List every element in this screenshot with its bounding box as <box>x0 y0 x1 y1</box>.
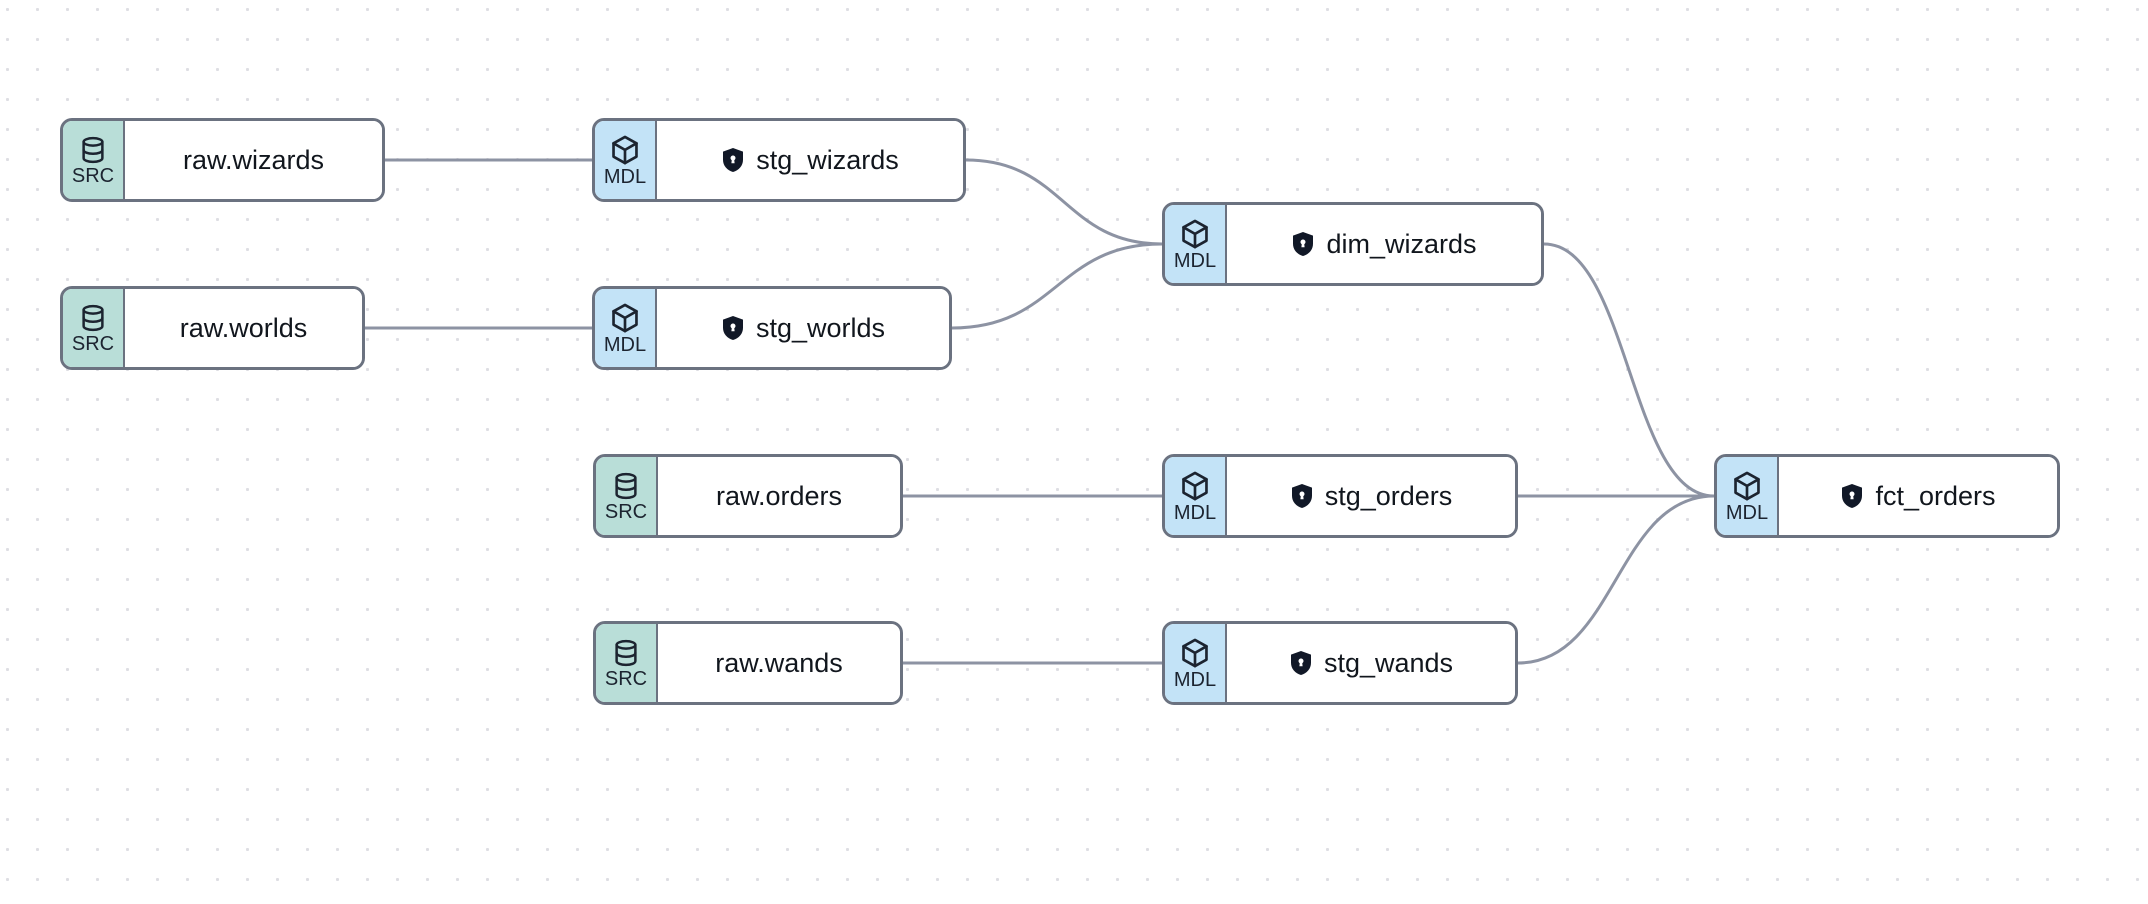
node-label: raw.wizards <box>182 144 325 175</box>
shield-lock-icon <box>1291 231 1315 257</box>
database-icon <box>611 638 641 668</box>
node-type-badge: MDL <box>595 289 657 367</box>
node-label: stg_worlds <box>755 312 886 343</box>
cube-icon <box>1731 470 1763 502</box>
node-type-label: MDL <box>1173 501 1217 524</box>
node-type-label: MDL <box>1173 249 1217 272</box>
lineage-node-raw_wands[interactable]: SRC raw.wands <box>593 621 903 705</box>
shield-lock-icon <box>721 147 745 173</box>
node-type-badge: MDL <box>1717 457 1779 535</box>
node-label: raw.orders <box>715 480 843 511</box>
lineage-node-raw_worlds[interactable]: SRC raw.worlds <box>60 286 365 370</box>
cube-icon <box>1179 637 1211 669</box>
shield-lock-icon <box>721 315 745 341</box>
lineage-edge <box>964 158 1164 246</box>
node-label: raw.wands <box>715 647 843 678</box>
node-label: stg_orders <box>1324 480 1453 511</box>
lineage-edge <box>950 242 1164 330</box>
cube-icon <box>1179 470 1211 502</box>
lineage-node-stg_wizards[interactable]: MDL stg_wizards <box>592 118 966 202</box>
node-type-label: MDL <box>603 165 647 188</box>
database-icon <box>611 471 641 501</box>
node-type-badge: MDL <box>595 121 657 199</box>
node-body: stg_wands <box>1227 624 1515 702</box>
node-type-badge: SRC <box>596 457 658 535</box>
lineage-node-fct_orders[interactable]: MDL fct_orders <box>1714 454 2060 538</box>
shield-lock-icon <box>1840 483 1864 509</box>
node-label: stg_wands <box>1323 647 1454 678</box>
lineage-node-raw_wizards[interactable]: SRC raw.wizards <box>60 118 385 202</box>
lineage-node-stg_orders[interactable]: MDL stg_orders <box>1162 454 1518 538</box>
node-body: raw.wands <box>658 624 900 702</box>
lineage-edge <box>1516 494 1716 665</box>
node-type-badge: SRC <box>596 624 658 702</box>
node-type-label: SRC <box>71 164 115 187</box>
node-type-label: MDL <box>1725 501 1769 524</box>
node-type-badge: SRC <box>63 121 125 199</box>
cube-icon <box>1179 218 1211 250</box>
node-body: dim_wizards <box>1227 205 1541 283</box>
node-type-badge: MDL <box>1165 205 1227 283</box>
node-type-badge: MDL <box>1165 457 1227 535</box>
node-body: raw.wizards <box>125 121 382 199</box>
node-type-label: MDL <box>603 333 647 356</box>
lineage-node-dim_wizards[interactable]: MDL dim_wizards <box>1162 202 1544 286</box>
node-body: raw.worlds <box>125 289 362 367</box>
database-icon <box>78 135 108 165</box>
cube-icon <box>609 302 641 334</box>
node-label: dim_wizards <box>1326 228 1477 259</box>
lineage-edge <box>1542 242 1716 498</box>
node-label: fct_orders <box>1875 480 1996 511</box>
node-type-label: SRC <box>604 667 648 690</box>
node-type-badge: MDL <box>1165 624 1227 702</box>
node-body: stg_wizards <box>657 121 963 199</box>
node-label: raw.worlds <box>179 312 308 343</box>
node-body: stg_worlds <box>657 289 949 367</box>
lineage-node-raw_orders[interactable]: SRC raw.orders <box>593 454 903 538</box>
lineage-node-stg_wands[interactable]: MDL stg_wands <box>1162 621 1518 705</box>
node-type-label: SRC <box>71 332 115 355</box>
node-body: stg_orders <box>1227 457 1515 535</box>
node-label: stg_wizards <box>756 144 899 175</box>
node-type-label: SRC <box>604 500 648 523</box>
lineage-node-stg_worlds[interactable]: MDL stg_worlds <box>592 286 952 370</box>
node-type-label: MDL <box>1173 668 1217 691</box>
shield-lock-icon <box>1289 650 1313 676</box>
database-icon <box>78 303 108 333</box>
shield-lock-icon <box>1290 483 1314 509</box>
node-type-badge: SRC <box>63 289 125 367</box>
cube-icon <box>609 134 641 166</box>
node-body: fct_orders <box>1779 457 2057 535</box>
node-body: raw.orders <box>658 457 900 535</box>
